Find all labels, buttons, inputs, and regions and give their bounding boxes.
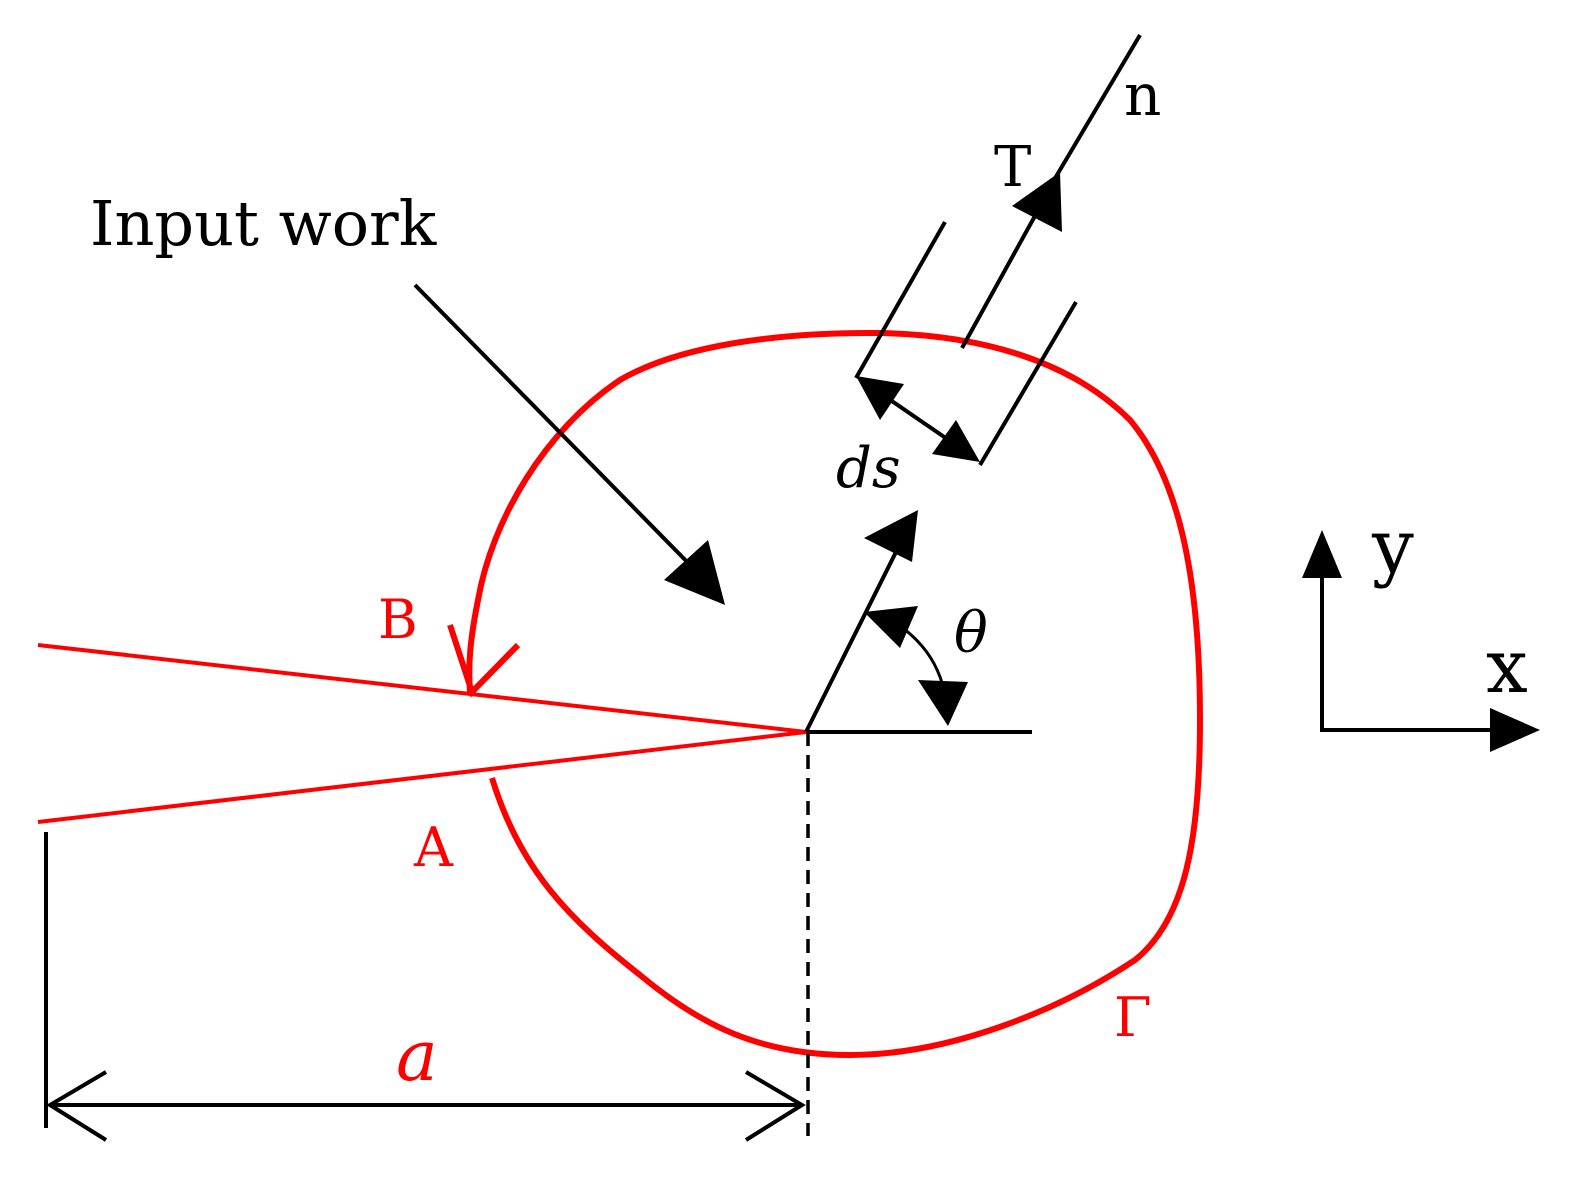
- traction-arrow: [960, 195, 1048, 349]
- point-a-label: A: [413, 816, 454, 879]
- normal-label: n: [1124, 61, 1161, 129]
- input-work-arrowhead: [664, 540, 725, 605]
- crack-length-label: a: [396, 1015, 438, 1097]
- normal-line: [1052, 33, 1142, 182]
- contour-gamma-label: Γ: [1114, 986, 1151, 1049]
- traction-label: T: [994, 135, 1031, 200]
- ds-arrowhead-left: [856, 376, 904, 420]
- ds-arrowhead-right: [932, 420, 980, 462]
- input-work-arrow: [413, 283, 702, 577]
- theta-arrowhead-top: [864, 606, 918, 648]
- traction-arrowhead: [1012, 172, 1062, 232]
- crack-length-arrow-left: [46, 1070, 108, 1142]
- radial-arrow: [804, 519, 914, 733]
- x-axis-arrowhead: [1490, 708, 1540, 752]
- ds-label: ds: [836, 436, 901, 501]
- y-axis-arrowhead: [1302, 530, 1342, 578]
- theta-label: θ: [954, 601, 988, 666]
- point-b-label: B: [378, 588, 418, 651]
- input-work-label: Input work: [90, 187, 437, 260]
- radial-arrowhead: [864, 510, 918, 562]
- ds-line-left: [854, 221, 947, 379]
- crack-upper-face: [37, 643, 807, 734]
- ds-line-right: [978, 300, 1078, 467]
- crack-lower-face: [37, 730, 807, 824]
- crack-length-arrow-right: [744, 1070, 806, 1142]
- contour-gamma: [466, 329, 1204, 1059]
- y-axis-label: y: [1371, 504, 1414, 590]
- theta-arrowhead-bottom: [918, 680, 968, 726]
- x-axis-label: x: [1486, 624, 1528, 710]
- contour-arrowhead: [447, 624, 521, 698]
